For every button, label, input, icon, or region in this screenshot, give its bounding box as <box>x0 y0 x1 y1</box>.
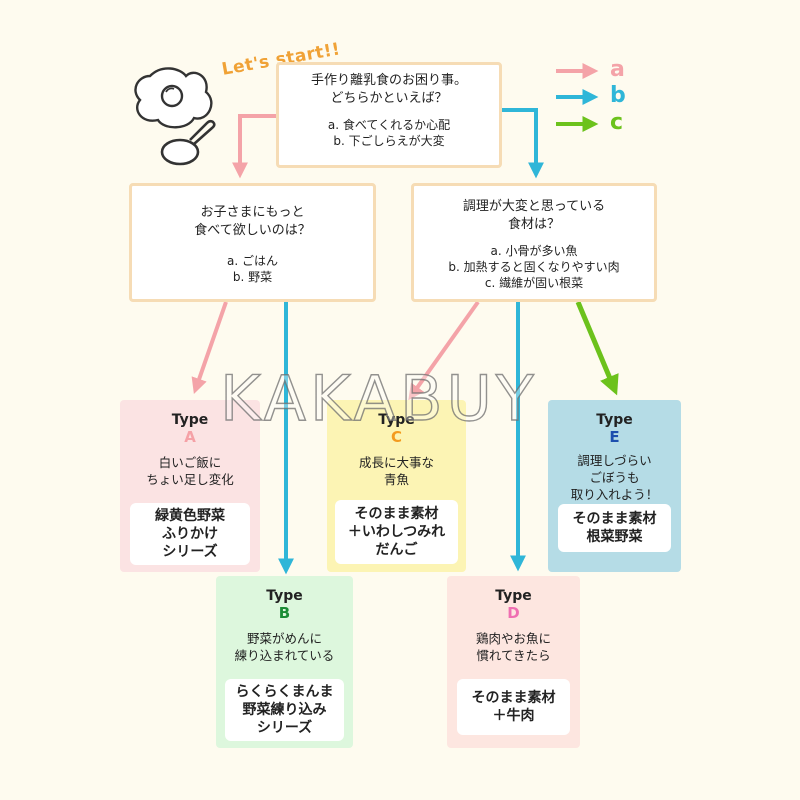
q3-title-line-2: 食材は？ <box>507 216 560 232</box>
type-e-label: Type <box>596 412 633 428</box>
type-d-card: Type D 鶏肉やお魚に 慣れてきたら そのまま素材 ＋牛肉 <box>447 576 580 748</box>
type-c-letter: C <box>390 428 402 446</box>
legend-a: a <box>610 57 625 82</box>
type-b-description: 野菜がめんに 練り込まれている <box>234 631 335 663</box>
q3-option-a: a. 小骨が多い魚 <box>490 244 578 259</box>
type-e-recommendation: そのまま素材 根菜野菜 <box>558 504 671 552</box>
q2-option-a: a. ごはん <box>227 254 278 269</box>
arrow-q3-to-e <box>575 301 619 396</box>
q2-title-line-2: 食べて欲しいのは？ <box>194 222 311 238</box>
type-c-label: Type <box>378 412 415 428</box>
type-e-letter: E <box>609 428 620 446</box>
type-a-card: Type A 白いご飯に ちょい足し変化 緑黄色野菜 ふりかけ シリーズ <box>120 400 260 572</box>
legend-b: b <box>610 83 626 108</box>
arrow-q2-to-a <box>191 301 228 395</box>
q1-title-line-2: どちらかといえば？ <box>330 90 448 106</box>
type-e-description: 調理しづらい ごぼうも 取り入れよう！ <box>570 453 659 502</box>
legend-c: c <box>610 110 624 135</box>
type-e-card: Type E 調理しづらい ごぼうも 取り入れよう！ そのまま素材 根菜野菜 <box>548 400 681 572</box>
q3-title-line-1: 調理が大変と思っている <box>462 199 606 214</box>
type-d-description: 鶏肉やお魚に 慣れてきたら <box>475 631 551 663</box>
type-a-label: Type <box>171 412 209 428</box>
question-2-box: お子さまにもっと 食べて欲しいのは？ a. ごはん b. 野菜 <box>129 183 376 302</box>
type-a-letter: A <box>184 428 196 446</box>
q3-option-c: c. 繊維が固い根菜 <box>484 276 584 291</box>
type-c-description: 成長に大事な 青魚 <box>358 455 434 487</box>
question-3-box: 調理が大変と思っている 食材は？ a. 小骨が多い魚 b. 加熱すると固くなりや… <box>411 183 657 302</box>
type-d-letter: D <box>507 604 520 622</box>
type-b-recommendation: らくらくまんま 野菜練り込み シリーズ <box>225 679 344 741</box>
arrow-q1-to-q2 <box>232 114 276 179</box>
type-d-recommendation: そのまま素材 ＋牛肉 <box>457 679 570 735</box>
q2-title-line-1: お子さまにもっと <box>200 205 305 220</box>
q2-option-b: b. 野菜 <box>232 270 273 285</box>
type-c-card: Type C 成長に大事な 青魚 そのまま素材 ＋いわしつみれ だんご <box>327 400 466 572</box>
q1-option-a: a. 食べてくれるか心配 <box>327 118 451 133</box>
q1-option-b: b. 下ごしらえが大変 <box>333 134 445 149</box>
type-d-label: Type <box>495 588 532 604</box>
type-b-card: Type B 野菜がめんに 練り込まれている らくらくまんま 野菜練り込み シリ… <box>216 576 353 748</box>
q1-title-line-1: 手作り離乳食のお困り事。 <box>310 73 467 88</box>
egg-pan-illustration-icon <box>134 67 216 166</box>
question-1-box: 手作り離乳食のお困り事。 どちらかといえば？ a. 食べてくれるか心配 b. 下… <box>276 62 502 168</box>
type-a-description: 白いご飯に ちょい足し変化 <box>146 455 234 487</box>
arrow-q1-to-q3 <box>500 108 544 179</box>
type-b-letter: B <box>278 604 291 622</box>
arrow-q3-to-c <box>408 300 480 401</box>
type-a-recommendation: 緑黄色野菜 ふりかけ シリーズ <box>130 503 250 565</box>
type-b-label: Type <box>266 588 303 604</box>
type-c-recommendation: そのまま素材 ＋いわしつみれ だんご <box>335 500 458 564</box>
q3-option-b: b. 加熱すると固くなりやすい肉 <box>448 260 620 275</box>
